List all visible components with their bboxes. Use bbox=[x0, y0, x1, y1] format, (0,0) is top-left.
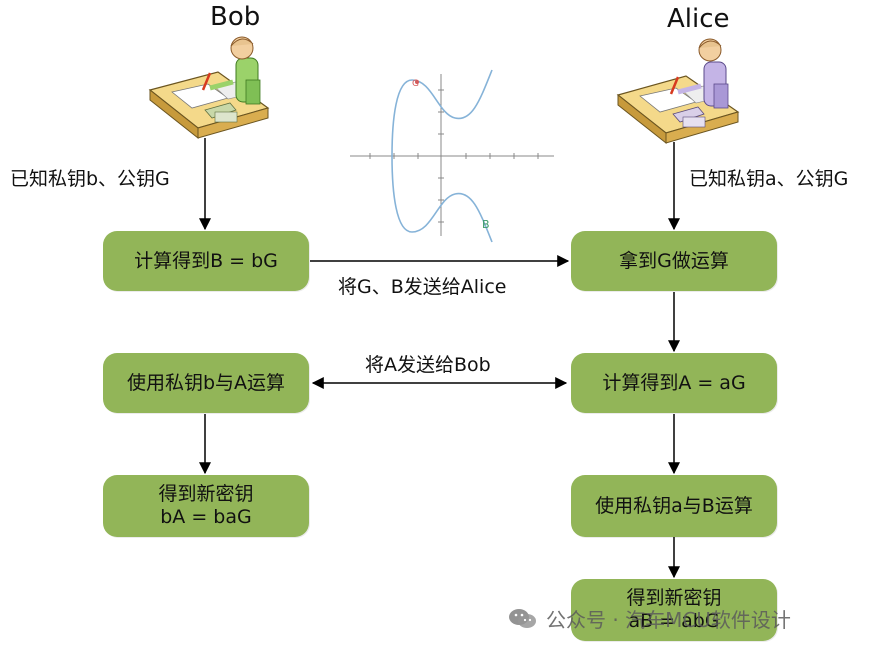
alice-final-key: 得到新密钥 aB = abG bbox=[571, 579, 777, 641]
curve-point-g: G bbox=[412, 79, 419, 89]
bob-final-key: 得到新密钥 bA = baG bbox=[103, 475, 309, 537]
bob-step-use-private: 使用私钥b与A运算 bbox=[103, 353, 309, 413]
alice-final-key-line2: aB = abG bbox=[628, 610, 720, 632]
bob-step-compute-b: 计算得到B = bG bbox=[103, 231, 309, 291]
bob-step-use-private-label: 使用私钥b与A运算 bbox=[126, 371, 286, 394]
bob-name: Bob bbox=[210, 2, 261, 32]
bob-desk-icon bbox=[148, 36, 270, 140]
curve-point-b: B bbox=[482, 218, 490, 231]
message-alice-to-bob: 将A发送给Bob bbox=[365, 354, 491, 376]
alice-step-receive: 拿到G做运算 bbox=[571, 231, 777, 291]
bob-final-key-line1: 得到新密钥 bbox=[158, 483, 254, 506]
bob-step-compute-b-label: 计算得到B = bG bbox=[134, 249, 278, 272]
elliptic-curve-plot: G B bbox=[350, 69, 554, 243]
alice-step-compute-a: 计算得到A = aG bbox=[571, 353, 777, 413]
alice-final-key-line1: 得到新密钥 bbox=[626, 587, 722, 610]
message-bob-to-alice: 将G、B发送给Alice bbox=[338, 276, 507, 298]
alice-name: Alice bbox=[667, 4, 730, 34]
bob-final-key-line2: bA = baG bbox=[160, 506, 252, 528]
curve-line bbox=[391, 69, 493, 243]
alice-step-use-private-label: 使用私钥a与B运算 bbox=[595, 494, 753, 517]
alice-step-compute-a-label: 计算得到A = aG bbox=[602, 371, 746, 394]
watermark-text: 公众号 · 汽车MCU软件设计 bbox=[546, 608, 791, 632]
bob-known-keys: 已知私钥b、公钥G bbox=[10, 168, 170, 190]
alice-known-keys: 已知私钥a、公钥G bbox=[689, 168, 849, 190]
wechat-icon bbox=[509, 608, 536, 628]
alice-step-use-private: 使用私钥a与B运算 bbox=[571, 475, 777, 537]
watermark: 公众号 · 汽车MCU软件设计 bbox=[508, 604, 791, 633]
alice-desk-icon bbox=[616, 38, 740, 145]
alice-step-receive-label: 拿到G做运算 bbox=[619, 249, 729, 272]
